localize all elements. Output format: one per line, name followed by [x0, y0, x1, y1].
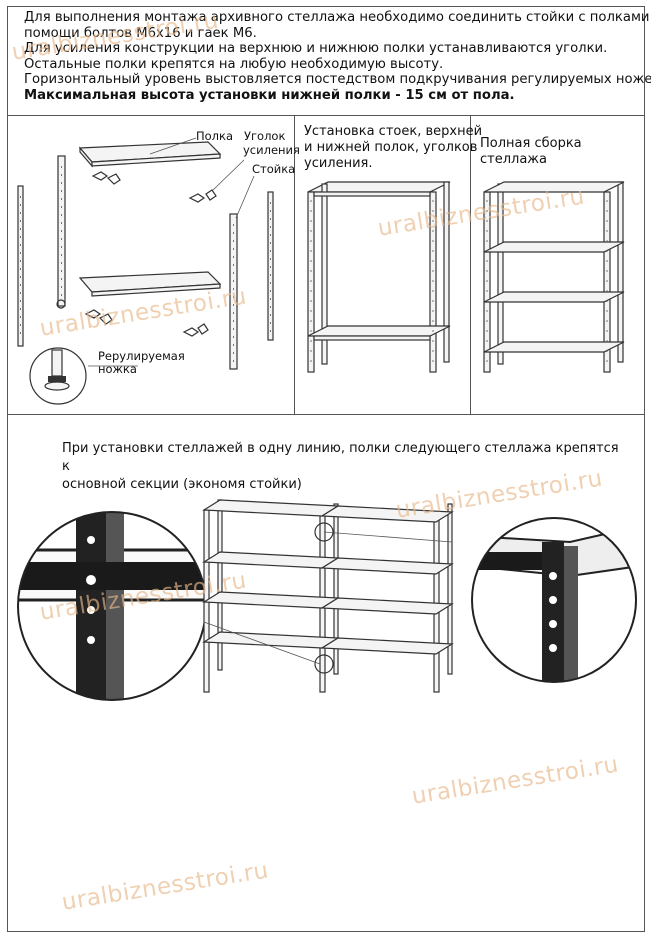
- step2-line: и нижней полок, уголков: [304, 140, 478, 155]
- linear-install-text: При установки стеллажей в одну линию, по…: [62, 440, 622, 494]
- linear-line: основной секции (экономя стойки): [62, 477, 302, 492]
- intro-line: помощи болтов М6х16 и гаек М6.: [24, 25, 257, 41]
- page-frame: [7, 6, 645, 932]
- detail-zoom-left: [17, 511, 207, 701]
- intro-line: Остальные полки крепятся на любую необхо…: [24, 56, 444, 72]
- step2-caption: Установка стоек, верхней и нижней полок,…: [304, 124, 482, 172]
- intro-line: Для усиления конструкции на верхнюю и ни…: [24, 41, 608, 56]
- label-foot-line1: Рерулируемая: [98, 349, 185, 363]
- full-assembly-diagram: [483, 181, 625, 373]
- label-post: Стойка: [252, 162, 296, 176]
- divider-col-1: [294, 115, 295, 415]
- intro-text: Для выполнения монтажа архивного стеллаж…: [24, 10, 651, 103]
- double-rack-diagram: [202, 499, 454, 693]
- corner-brackets-bottom: [84, 309, 209, 337]
- intro-line: Горизонтальный уровень выстовляется пост…: [24, 72, 651, 87]
- intro-line: Для выполнения монтажа архивного стеллаж…: [24, 10, 651, 25]
- detail-zoom-right: [471, 517, 637, 683]
- adjustable-foot-zoom: [29, 299, 138, 405]
- divider-col-2: [470, 115, 471, 415]
- frame-assembly-diagram: [307, 181, 451, 373]
- label-corner-line2: усиления: [243, 143, 300, 157]
- right-post-near: [229, 213, 238, 370]
- right-post-far: [267, 191, 274, 341]
- label-shelf: Полка: [196, 129, 234, 143]
- linear-line: При установки стеллажей в одну линию, по…: [62, 441, 619, 474]
- label-foot-line2: ножка: [98, 362, 137, 376]
- left-post-near: [57, 155, 66, 307]
- label-corner-line1: Уголок: [244, 129, 286, 143]
- divider-top: [7, 115, 645, 116]
- step3-caption: Полная сборка стеллажа: [480, 136, 582, 167]
- step2-line: Установка стоек, верхней: [304, 124, 483, 139]
- left-post-far: [17, 185, 24, 347]
- intro-line-bold: Максимальная высота установки нижней пол…: [24, 87, 515, 103]
- divider-middle: [7, 414, 645, 415]
- parts-diagram: [17, 137, 274, 405]
- step2-line: усиления.: [304, 156, 373, 171]
- corner-brackets-top: [91, 171, 217, 203]
- bottom-shelf: [78, 271, 222, 297]
- top-shelf: [78, 141, 222, 168]
